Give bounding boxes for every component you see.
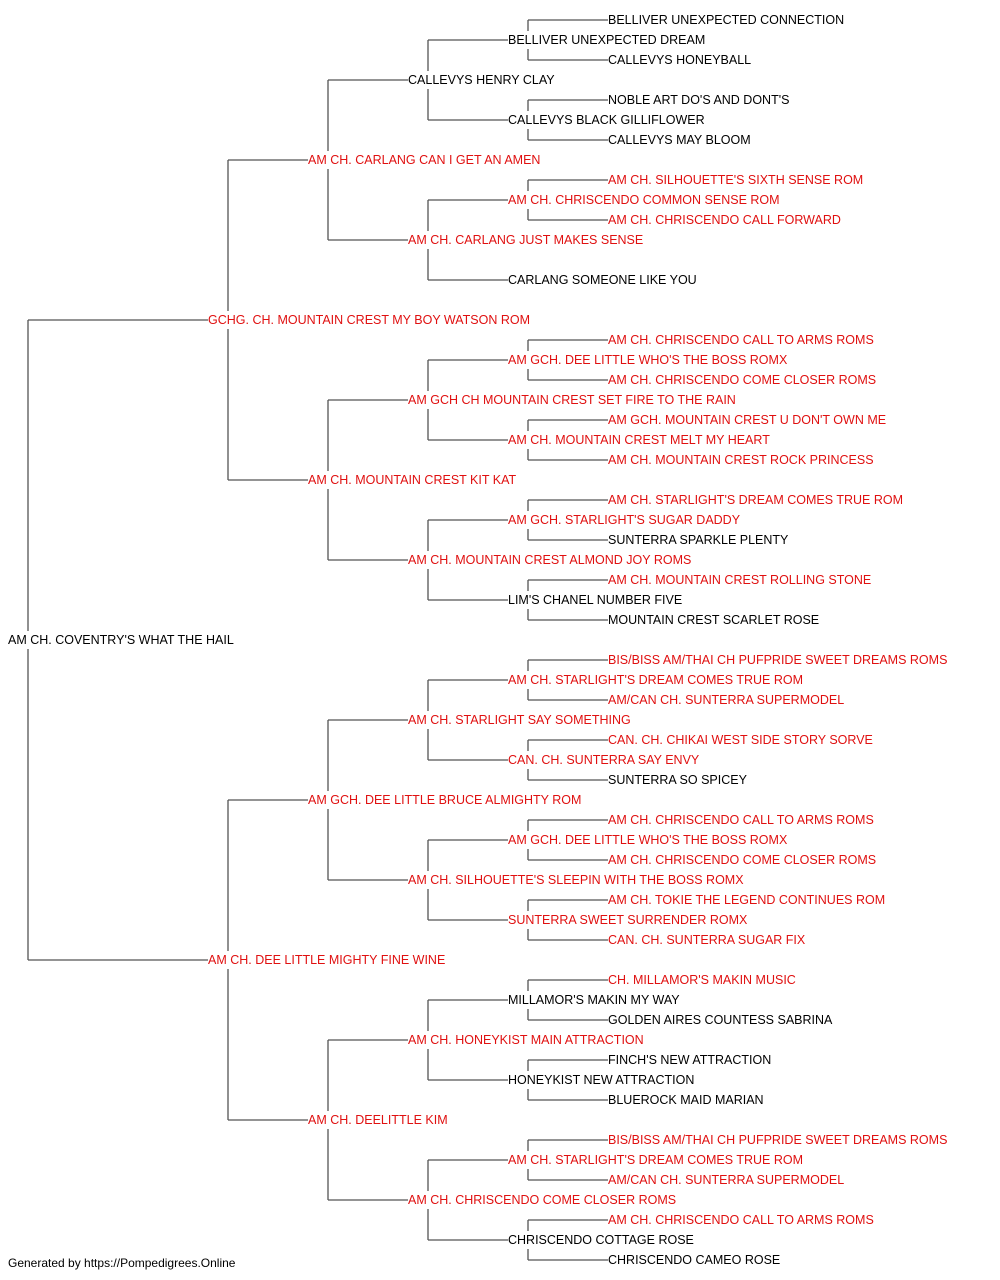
dog-name-gen5-sire-sire-dam-sire-sire: AM CH. SILHOUETTE'S SIXTH SENSE ROM — [608, 173, 863, 187]
dog-name-gen4-dam-sire-sire-sire: AM CH. STARLIGHT'S DREAM COMES TRUE ROM — [508, 673, 803, 687]
dog-name-gen5-sire-sire-dam-sire-dam: AM CH. CHRISCENDO CALL FORWARD — [608, 213, 841, 227]
dog-name-gen5-dam-dam-sire-dam-dam: BLUEROCK MAID MARIAN — [608, 1093, 764, 1107]
dog-name-gen5-sire-dam-sire-dam-dam: AM CH. MOUNTAIN CREST ROCK PRINCESS — [608, 453, 874, 467]
dog-name-gen3-sire-sire-sire: CALLEVYS HENRY CLAY — [408, 73, 555, 87]
dog-name-gen5-sire-sire-sire-dam-dam: CALLEVYS MAY BLOOM — [608, 133, 751, 147]
dog-name-gen1-sire: GCHG. CH. MOUNTAIN CREST MY BOY WATSON R… — [208, 313, 530, 327]
dog-name-gen3-dam-sire-dam: AM CH. SILHOUETTE'S SLEEPIN WITH THE BOS… — [408, 873, 744, 887]
dog-name-gen5-dam-dam-sire-sire-dam: GOLDEN AIRES COUNTESS SABRINA — [608, 1013, 833, 1027]
dog-name-gen5-dam-sire-dam-dam-dam: CAN. CH. SUNTERRA SUGAR FIX — [608, 933, 806, 947]
dog-name-gen4-dam-dam-sire-sire: MILLAMOR'S MAKIN MY WAY — [508, 993, 680, 1007]
dog-name-gen5-sire-dam-dam-sire-sire: AM CH. STARLIGHT'S DREAM COMES TRUE ROM — [608, 493, 903, 507]
dog-name-gen3-dam-dam-dam: AM CH. CHRISCENDO COME CLOSER ROMS — [408, 1193, 676, 1207]
dog-name-gen4-sire-dam-sire-sire: AM GCH. DEE LITTLE WHO'S THE BOSS ROMX — [508, 353, 788, 367]
dog-name-gen5-dam-dam-dam-sire-sire: BIS/BISS AM/THAI CH PUFPRIDE SWEET DREAM… — [608, 1133, 947, 1147]
dog-name-gen5-sire-dam-sire-sire-sire: AM CH. CHRISCENDO CALL TO ARMS ROMS — [608, 333, 874, 347]
dog-name-gen2-dam-dam: AM CH. DEELITTLE KIM — [308, 1113, 448, 1127]
dog-name-gen5-sire-dam-dam-dam-dam: MOUNTAIN CREST SCARLET ROSE — [608, 613, 819, 627]
dog-name-gen5-dam-dam-sire-dam-sire: FINCH'S NEW ATTRACTION — [608, 1053, 771, 1067]
dog-name-gen2-sire-sire: AM CH. CARLANG CAN I GET AN AMEN — [308, 153, 540, 167]
dog-name-gen4-sire-dam-dam-sire: AM GCH. STARLIGHT'S SUGAR DADDY — [508, 513, 741, 527]
dog-name-gen4-sire-dam-dam-dam: LIM'S CHANEL NUMBER FIVE — [508, 593, 682, 607]
dog-name-gen1-dam: AM CH. DEE LITTLE MIGHTY FINE WINE — [208, 953, 445, 967]
dog-name-gen4-dam-dam-dam-sire: AM CH. STARLIGHT'S DREAM COMES TRUE ROM — [508, 1153, 803, 1167]
dog-name-gen5-sire-dam-sire-sire-dam: AM CH. CHRISCENDO COME CLOSER ROMS — [608, 373, 876, 387]
dog-name-gen5-dam-sire-sire-sire-dam: AM/CAN CH. SUNTERRA SUPERMODEL — [608, 693, 844, 707]
dog-name-gen4-dam-dam-sire-dam: HONEYKIST NEW ATTRACTION — [508, 1073, 694, 1087]
dog-name-gen5-sire-sire-sire-sire-sire: BELLIVER UNEXPECTED CONNECTION — [608, 13, 844, 27]
dog-name-gen5-dam-dam-dam-dam-dam: CHRISCENDO CAMEO ROSE — [608, 1253, 780, 1267]
dog-name-gen4-dam-dam-dam-dam: CHRISCENDO COTTAGE ROSE — [508, 1233, 694, 1247]
dog-name-gen5-dam-dam-dam-sire-dam: AM/CAN CH. SUNTERRA SUPERMODEL — [608, 1173, 844, 1187]
dog-name-gen5-dam-sire-sire-dam-dam: SUNTERRA SO SPICEY — [608, 773, 748, 787]
dog-name-gen5-sire-sire-sire-dam-sire: NOBLE ART DO'S AND DONT'S — [608, 93, 789, 107]
dog-name-gen4-sire-sire-dam-dam: CARLANG SOMEONE LIKE YOU — [508, 273, 697, 287]
generated-by-footer: Generated by https://Pompedigrees.Online — [8, 1256, 236, 1270]
dog-name-gen5-dam-sire-dam-dam-sire: AM CH. TOKIE THE LEGEND CONTINUES ROM — [608, 893, 885, 907]
dog-name-gen4-dam-sire-sire-dam: CAN. CH. SUNTERRA SAY ENVY — [508, 753, 700, 767]
dog-name-gen5-sire-dam-dam-sire-dam: SUNTERRA SPARKLE PLENTY — [608, 533, 789, 547]
dog-name-gen4-sire-sire-dam-sire: AM CH. CHRISCENDO COMMON SENSE ROM — [508, 193, 780, 207]
dog-name-gen3-sire-sire-dam: AM CH. CARLANG JUST MAKES SENSE — [408, 233, 643, 247]
dog-name-gen2-sire-dam: AM CH. MOUNTAIN CREST KIT KAT — [308, 473, 516, 487]
dog-name-gen4-sire-sire-sire-sire: BELLIVER UNEXPECTED DREAM — [508, 33, 705, 47]
dog-name-gen5-dam-sire-dam-sire-dam: AM CH. CHRISCENDO COME CLOSER ROMS — [608, 853, 876, 867]
dog-name-gen5-sire-sire-sire-sire-dam: CALLEVYS HONEYBALL — [608, 53, 751, 67]
pedigree-names: AM CH. COVENTRY'S WHAT THE HAIL GCHG. CH.… — [8, 13, 947, 1267]
dog-name-gen2-dam-sire: AM GCH. DEE LITTLE BRUCE ALMIGHTY ROM — [308, 793, 581, 807]
dog-name-gen3-sire-dam-dam: AM CH. MOUNTAIN CREST ALMOND JOY ROMS — [408, 553, 691, 567]
dog-name-gen4-sire-sire-sire-dam: CALLEVYS BLACK GILLIFLOWER — [508, 113, 705, 127]
dog-name-gen4-sire-dam-sire-dam: AM CH. MOUNTAIN CREST MELT MY HEART — [508, 433, 770, 447]
dog-name-gen3-dam-dam-sire: AM CH. HONEYKIST MAIN ATTRACTION — [408, 1033, 644, 1047]
dog-name-gen3-sire-dam-sire: AM GCH CH MOUNTAIN CREST SET FIRE TO THE… — [408, 393, 736, 407]
dog-name-gen5-dam-sire-dam-sire-sire: AM CH. CHRISCENDO CALL TO ARMS ROMS — [608, 813, 874, 827]
dog-name-gen0-subject: AM CH. COVENTRY'S WHAT THE HAIL — [8, 633, 234, 647]
dog-name-gen5-dam-dam-sire-sire-sire: CH. MILLAMOR'S MAKIN MUSIC — [608, 973, 796, 987]
dog-name-gen5-sire-dam-sire-dam-sire: AM GCH. MOUNTAIN CREST U DON'T OWN ME — [608, 413, 886, 427]
dog-name-gen4-dam-sire-dam-sire: AM GCH. DEE LITTLE WHO'S THE BOSS ROMX — [508, 833, 788, 847]
dog-name-gen5-dam-sire-sire-sire-sire: BIS/BISS AM/THAI CH PUFPRIDE SWEET DREAM… — [608, 653, 947, 667]
dog-name-gen5-sire-dam-dam-dam-sire: AM CH. MOUNTAIN CREST ROLLING STONE — [608, 573, 871, 587]
dog-name-gen3-dam-sire-sire: AM CH. STARLIGHT SAY SOMETHING — [408, 713, 631, 727]
pedigree-connector-lines — [27, 19, 608, 1261]
dog-name-gen5-dam-sire-sire-dam-sire: CAN. CH. CHIKAI WEST SIDE STORY SORVE — [608, 733, 873, 747]
dog-name-gen4-dam-sire-dam-dam: SUNTERRA SWEET SURRENDER ROMX — [508, 913, 748, 927]
dog-name-gen5-dam-dam-dam-dam-sire: AM CH. CHRISCENDO CALL TO ARMS ROMS — [608, 1213, 874, 1227]
